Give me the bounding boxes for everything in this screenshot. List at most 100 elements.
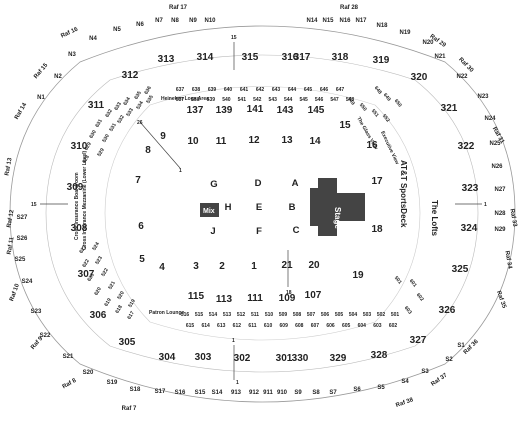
suite-N6[interactable]: N6 [136, 22, 144, 28]
section-301[interactable]: 301 [276, 353, 293, 364]
section-1[interactable]: 1 [251, 261, 257, 272]
suite-N14[interactable]: N14 [306, 18, 318, 24]
suite-N4[interactable]: N4 [89, 36, 97, 42]
suite-910[interactable]: 910 [277, 390, 288, 396]
loge-606[interactable]: 606 [326, 323, 335, 329]
suite-N8[interactable]: N8 [171, 18, 179, 24]
section-319[interactable]: 319 [373, 55, 390, 66]
loge-613[interactable]: 613 [217, 323, 226, 329]
section-16[interactable]: 16 [366, 140, 378, 151]
loge-635[interactable]: 635 [133, 90, 142, 100]
section-325[interactable]: 325 [452, 264, 469, 275]
loge-615[interactable]: 615 [186, 323, 195, 329]
loge-540[interactable]: 540 [222, 97, 231, 103]
suite-S16[interactable]: S16 [175, 390, 186, 396]
suite-S9[interactable]: S9 [294, 390, 302, 396]
loge-602[interactable]: 602 [389, 323, 398, 329]
suite-S2[interactable]: S2 [445, 357, 453, 363]
section-18[interactable]: 18 [371, 224, 383, 235]
loge-619[interactable]: 619 [103, 297, 112, 307]
suite-N23[interactable]: N23 [477, 94, 489, 100]
loge-546[interactable]: 546 [315, 97, 324, 103]
loge-642[interactable]: 642 [256, 87, 265, 93]
loge-650[interactable]: 650 [393, 98, 403, 108]
suite-N3[interactable]: N3 [68, 52, 76, 58]
suite-N19[interactable]: N19 [399, 30, 411, 36]
section-306[interactable]: 306 [90, 310, 107, 321]
loge-604[interactable]: 604 [358, 323, 367, 329]
loge-636[interactable]: 636 [143, 85, 152, 95]
loge-633[interactable]: 633 [113, 101, 122, 111]
suite-S17[interactable]: S17 [155, 389, 166, 395]
loge-603[interactable]: 603 [403, 305, 413, 315]
section-310[interactable]: 310 [71, 141, 88, 152]
section-10[interactable]: 10 [187, 136, 199, 147]
suite-N28[interactable]: N28 [494, 211, 506, 217]
section-329[interactable]: 329 [330, 353, 347, 364]
loge-513[interactable]: 513 [223, 312, 232, 318]
suite-N20[interactable]: N20 [422, 40, 434, 46]
loge-519[interactable]: 519 [127, 298, 136, 308]
loge-550[interactable]: 550 [358, 102, 368, 112]
raf-raf-7[interactable]: Raf 7 [122, 406, 137, 412]
loge-503[interactable]: 503 [363, 312, 372, 318]
raf-raf-12[interactable]: Raf 12 [6, 209, 15, 228]
suite-S3[interactable]: S3 [421, 369, 429, 375]
section-15[interactable]: 15 [339, 120, 351, 131]
suite-913[interactable]: 913 [231, 390, 242, 396]
loge-608[interactable]: 608 [295, 323, 304, 329]
suite-S25[interactable]: S25 [15, 257, 26, 263]
raf-raf-33[interactable]: Raf 33 [508, 208, 517, 227]
suite-N7[interactable]: N7 [155, 18, 163, 24]
section-107[interactable]: 107 [305, 290, 322, 301]
loge-535[interactable]: 535 [145, 94, 154, 104]
suite-N9[interactable]: N9 [189, 18, 197, 24]
floor-section-B[interactable]: B [289, 202, 296, 213]
loge-607[interactable]: 607 [311, 323, 320, 329]
section-4[interactable]: 4 [159, 262, 165, 273]
loge-551[interactable]: 551 [370, 108, 380, 118]
suite-S24[interactable]: S24 [22, 279, 33, 285]
suite-N18[interactable]: N18 [376, 23, 388, 29]
section-311[interactable]: 311 [88, 100, 105, 111]
loge-502[interactable]: 502 [377, 312, 386, 318]
section-2[interactable]: 2 [219, 261, 225, 272]
suite-S27[interactable]: S27 [17, 215, 28, 221]
section-141[interactable]: 141 [247, 104, 264, 115]
loge-649[interactable]: 649 [382, 92, 392, 102]
section-14[interactable]: 14 [309, 136, 321, 147]
loge-538[interactable]: 538 [191, 97, 200, 103]
loge-523[interactable]: 523 [94, 255, 103, 265]
loge-534[interactable]: 534 [135, 100, 144, 110]
section-317[interactable]: 317 [294, 52, 311, 63]
suite-S23[interactable]: S23 [31, 309, 42, 315]
raf-raf-37[interactable]: Raf 37 [430, 372, 449, 388]
section-312[interactable]: 312 [122, 70, 139, 81]
suite-S4[interactable]: S4 [401, 379, 409, 385]
section-3[interactable]: 3 [193, 261, 199, 272]
section-17[interactable]: 17 [371, 176, 383, 187]
suite-S8[interactable]: S8 [312, 390, 320, 396]
loge-628[interactable]: 628 [81, 154, 90, 164]
loge-522[interactable]: 522 [100, 267, 109, 277]
loge-529[interactable]: 529 [96, 147, 105, 157]
loge-638[interactable]: 638 [192, 87, 201, 93]
floor-section-C[interactable]: C [293, 225, 300, 236]
section-21[interactable]: 21 [281, 260, 293, 271]
section-143[interactable]: 143 [277, 105, 294, 116]
floor-section-E[interactable]: E [256, 202, 262, 213]
loge-530[interactable]: 530 [101, 133, 110, 143]
loge-515[interactable]: 515 [195, 312, 204, 318]
loge-501[interactable]: 501 [391, 312, 400, 318]
section-308[interactable]: 308 [71, 223, 88, 234]
section-9[interactable]: 9 [160, 131, 166, 142]
loge-508[interactable]: 508 [293, 312, 302, 318]
loge-506[interactable]: 506 [321, 312, 330, 318]
raf-raf-34[interactable]: Raf 34 [503, 250, 512, 269]
section-11[interactable]: 11 [216, 136, 227, 147]
raf-raf-13[interactable]: Raf 13 [4, 157, 13, 176]
loge-612[interactable]: 612 [233, 323, 242, 329]
loge-609[interactable]: 609 [280, 323, 289, 329]
section-6[interactable]: 6 [138, 221, 144, 232]
loge-603[interactable]: 603 [373, 323, 382, 329]
